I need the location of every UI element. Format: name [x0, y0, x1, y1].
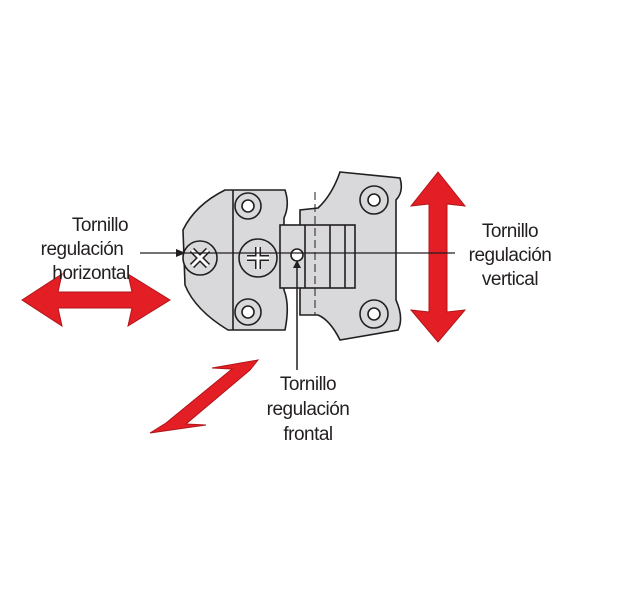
vertical-label-line1: Tornillo	[482, 221, 538, 242]
frontal-label-line3: frontal	[283, 424, 332, 445]
frontal-screw-icon	[290, 248, 304, 262]
frontal-label-line1: Tornillo	[280, 374, 336, 395]
vertical-arrow	[409, 171, 467, 343]
horizontal-arrow	[21, 272, 171, 328]
frontal-arrow	[149, 359, 260, 434]
hinge-drawing	[182, 171, 403, 341]
horizontal-label-line2: regulación	[41, 239, 124, 260]
frontal-label-line2: regulación	[267, 399, 350, 420]
horizontal-label-line3: horizontal	[52, 263, 129, 284]
vertical-label-line2: regulación	[469, 245, 552, 266]
vertical-label-line3: vertical	[482, 269, 538, 290]
horizontal-label-line1: Tornillo	[72, 215, 128, 236]
